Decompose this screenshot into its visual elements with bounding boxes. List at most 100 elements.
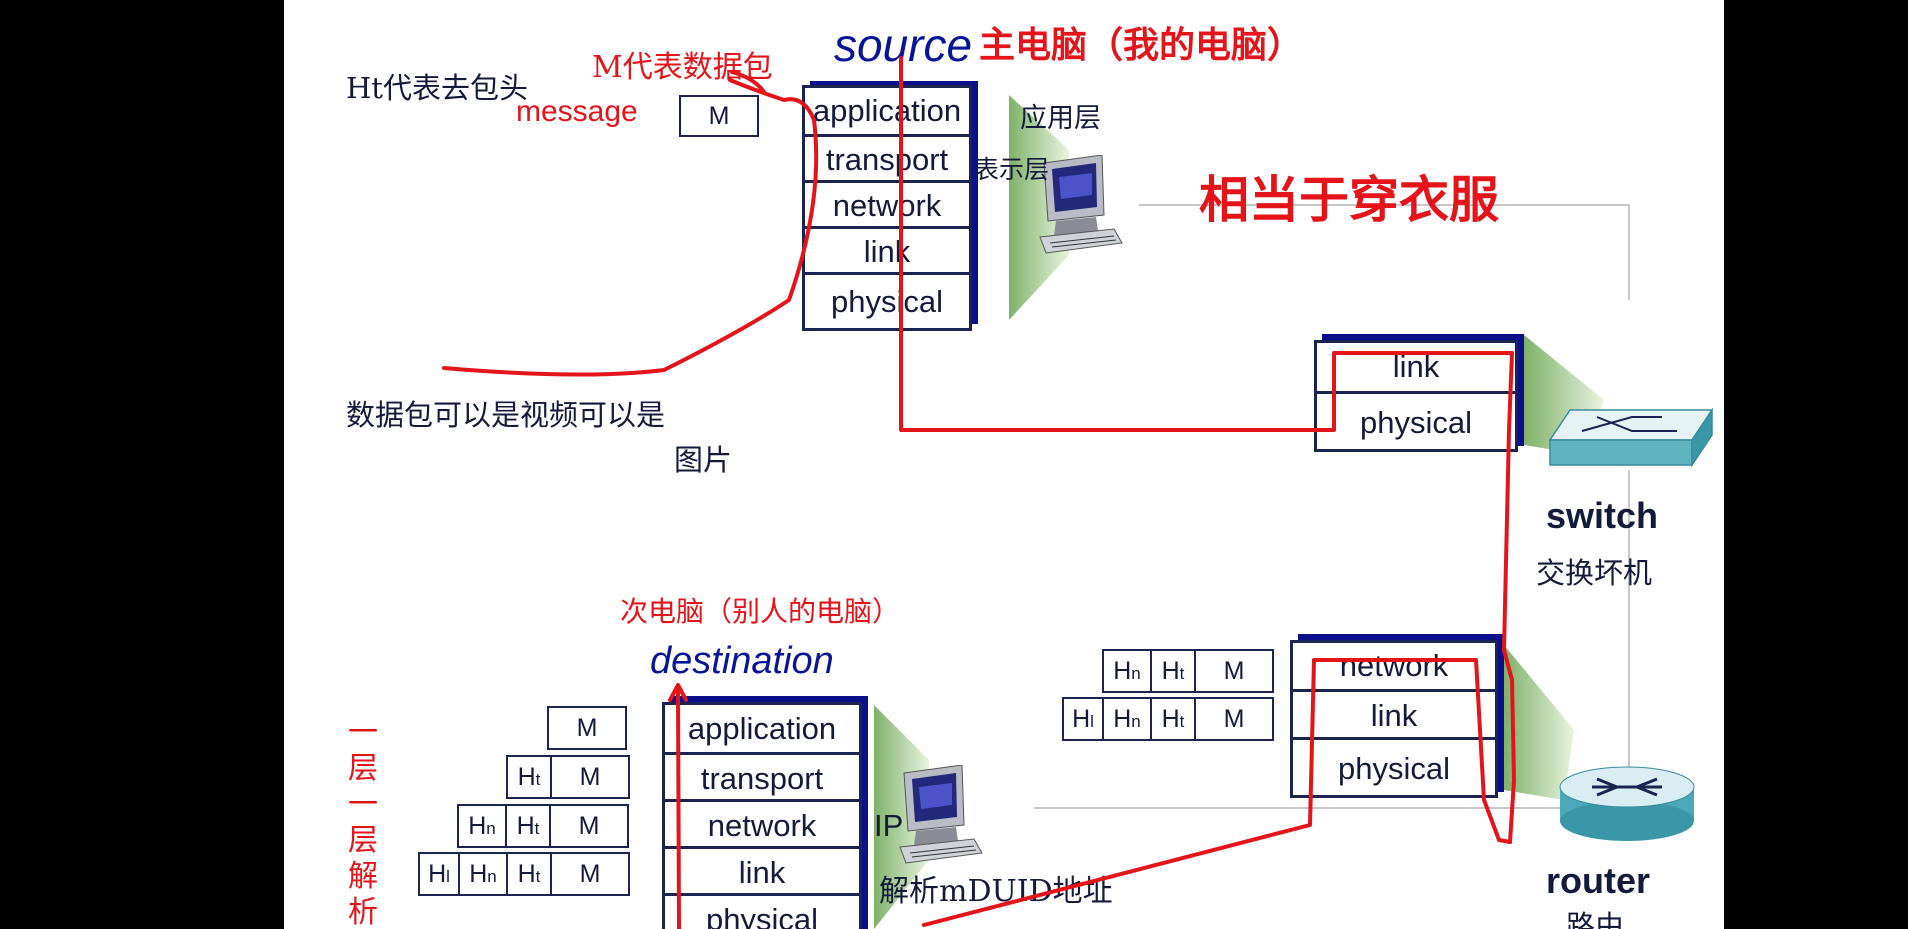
computer-icon xyxy=(899,765,983,864)
header-cell-text: M xyxy=(579,859,601,888)
header-cell-text: H xyxy=(1161,656,1180,685)
dest-cn-label: 次电脑（别人的电脑） xyxy=(620,595,901,628)
header-cell-sub: l xyxy=(1090,712,1094,731)
header-cell-text: H xyxy=(1113,656,1132,685)
red-annotations xyxy=(442,56,1516,929)
parse-vertical-note: 一层一层解析 xyxy=(348,715,378,929)
header-cell-text: M xyxy=(578,811,600,840)
source-cn-label: 主电脑（我的电脑） xyxy=(979,24,1304,66)
header-cell-text: H xyxy=(517,859,536,888)
router-layer-network: network xyxy=(1293,643,1495,689)
source-layer-transport: transport xyxy=(805,134,969,183)
destination-title: destination xyxy=(650,640,834,682)
computer-icon xyxy=(1039,155,1123,254)
header-cell-text: H xyxy=(517,762,536,791)
message-label: message xyxy=(516,95,638,128)
source-title: source xyxy=(834,19,973,71)
router-shade xyxy=(1504,645,1574,800)
header-cell-sub: n xyxy=(486,819,496,838)
source-stack: application transport network link physi… xyxy=(802,81,978,331)
layer-label: network xyxy=(707,807,817,843)
packet-path-source-switch xyxy=(899,56,1516,844)
header-cell-sub: t xyxy=(535,770,541,789)
router-cn-label: 路由 xyxy=(1566,909,1625,929)
network-wires xyxy=(1034,204,1630,809)
header-cell-sub: t xyxy=(534,819,540,838)
header-cell-sub: n xyxy=(1131,712,1141,731)
ht-header-note: Ht代表去包头 xyxy=(346,71,528,105)
header-cell-text: H xyxy=(1072,704,1091,733)
layer-label: physical xyxy=(1338,751,1450,786)
layer-label: network xyxy=(1339,648,1449,683)
source-layer-application: application xyxy=(805,88,969,134)
header-cell-text: H xyxy=(428,859,447,888)
app-layer-cn: 应用层 xyxy=(1020,103,1101,134)
switch-stack-body: link physical xyxy=(1314,340,1518,452)
header-cell-text: M xyxy=(579,762,601,791)
message-box-label: M xyxy=(708,101,730,130)
layer-label: link xyxy=(1370,698,1418,733)
clothes-note: 相当于穿衣服 xyxy=(1199,170,1499,229)
header-cell-sub: t xyxy=(1179,664,1185,683)
header-cell-sub: t xyxy=(1179,712,1185,731)
wire-source-switch xyxy=(1139,204,1630,300)
router-layer-physical: physical xyxy=(1293,737,1495,798)
dest-layer-transport: transport xyxy=(665,752,859,802)
switch-label: switch xyxy=(1546,495,1659,536)
header-cell-text: H xyxy=(1161,704,1180,733)
header-cell-text: H xyxy=(1113,704,1132,733)
packet-path-dest-up xyxy=(676,688,681,929)
source-shade xyxy=(1009,95,1069,320)
router-icon xyxy=(1559,766,1695,841)
header-cell-text: H xyxy=(468,811,487,840)
header-cell-m: M xyxy=(1194,699,1272,739)
packet-desc-line1: 数据包可以是视频可以是 xyxy=(346,398,666,432)
m-packet-note: M代表数据包 xyxy=(592,50,773,85)
packet-path-router-dest xyxy=(922,658,1512,927)
header-cell-text: M xyxy=(1223,656,1245,685)
dest-layer-physical: physical xyxy=(665,893,859,929)
header-cell-m: M xyxy=(550,757,628,797)
arrowhead-icon xyxy=(668,683,688,702)
header-cell-text: H xyxy=(469,859,488,888)
switch-layer-physical: physical xyxy=(1317,391,1515,452)
header-cell-m: M xyxy=(549,708,625,748)
layer-label: physical xyxy=(1360,405,1472,440)
layer-label: link xyxy=(738,854,786,890)
header-cell-text: H xyxy=(516,811,535,840)
layer-label: application xyxy=(812,93,962,128)
source-layer-physical: physical xyxy=(805,272,969,328)
layer-label: transport xyxy=(700,760,824,796)
switch-cn-label: 交换坏机 xyxy=(1536,556,1653,590)
packet-desc-line2: 图片 xyxy=(674,443,733,477)
m-annotation-curve xyxy=(442,78,819,377)
layer-label: physical xyxy=(706,902,818,929)
switch-icon xyxy=(1548,407,1714,468)
header-cell-m: M xyxy=(1194,651,1272,691)
layer-label: transport xyxy=(825,142,949,177)
dest-stack: application transport network link physi… xyxy=(662,696,868,929)
source-layer-network: network xyxy=(805,180,969,229)
router-label: router xyxy=(1546,860,1651,901)
header-cell-text: M xyxy=(576,713,598,742)
dest-layer-link: link xyxy=(665,846,859,896)
slide: application transport network link physi… xyxy=(284,0,1724,929)
router-layer-link: link xyxy=(1293,689,1495,740)
header-cell-sub: l xyxy=(446,867,450,886)
